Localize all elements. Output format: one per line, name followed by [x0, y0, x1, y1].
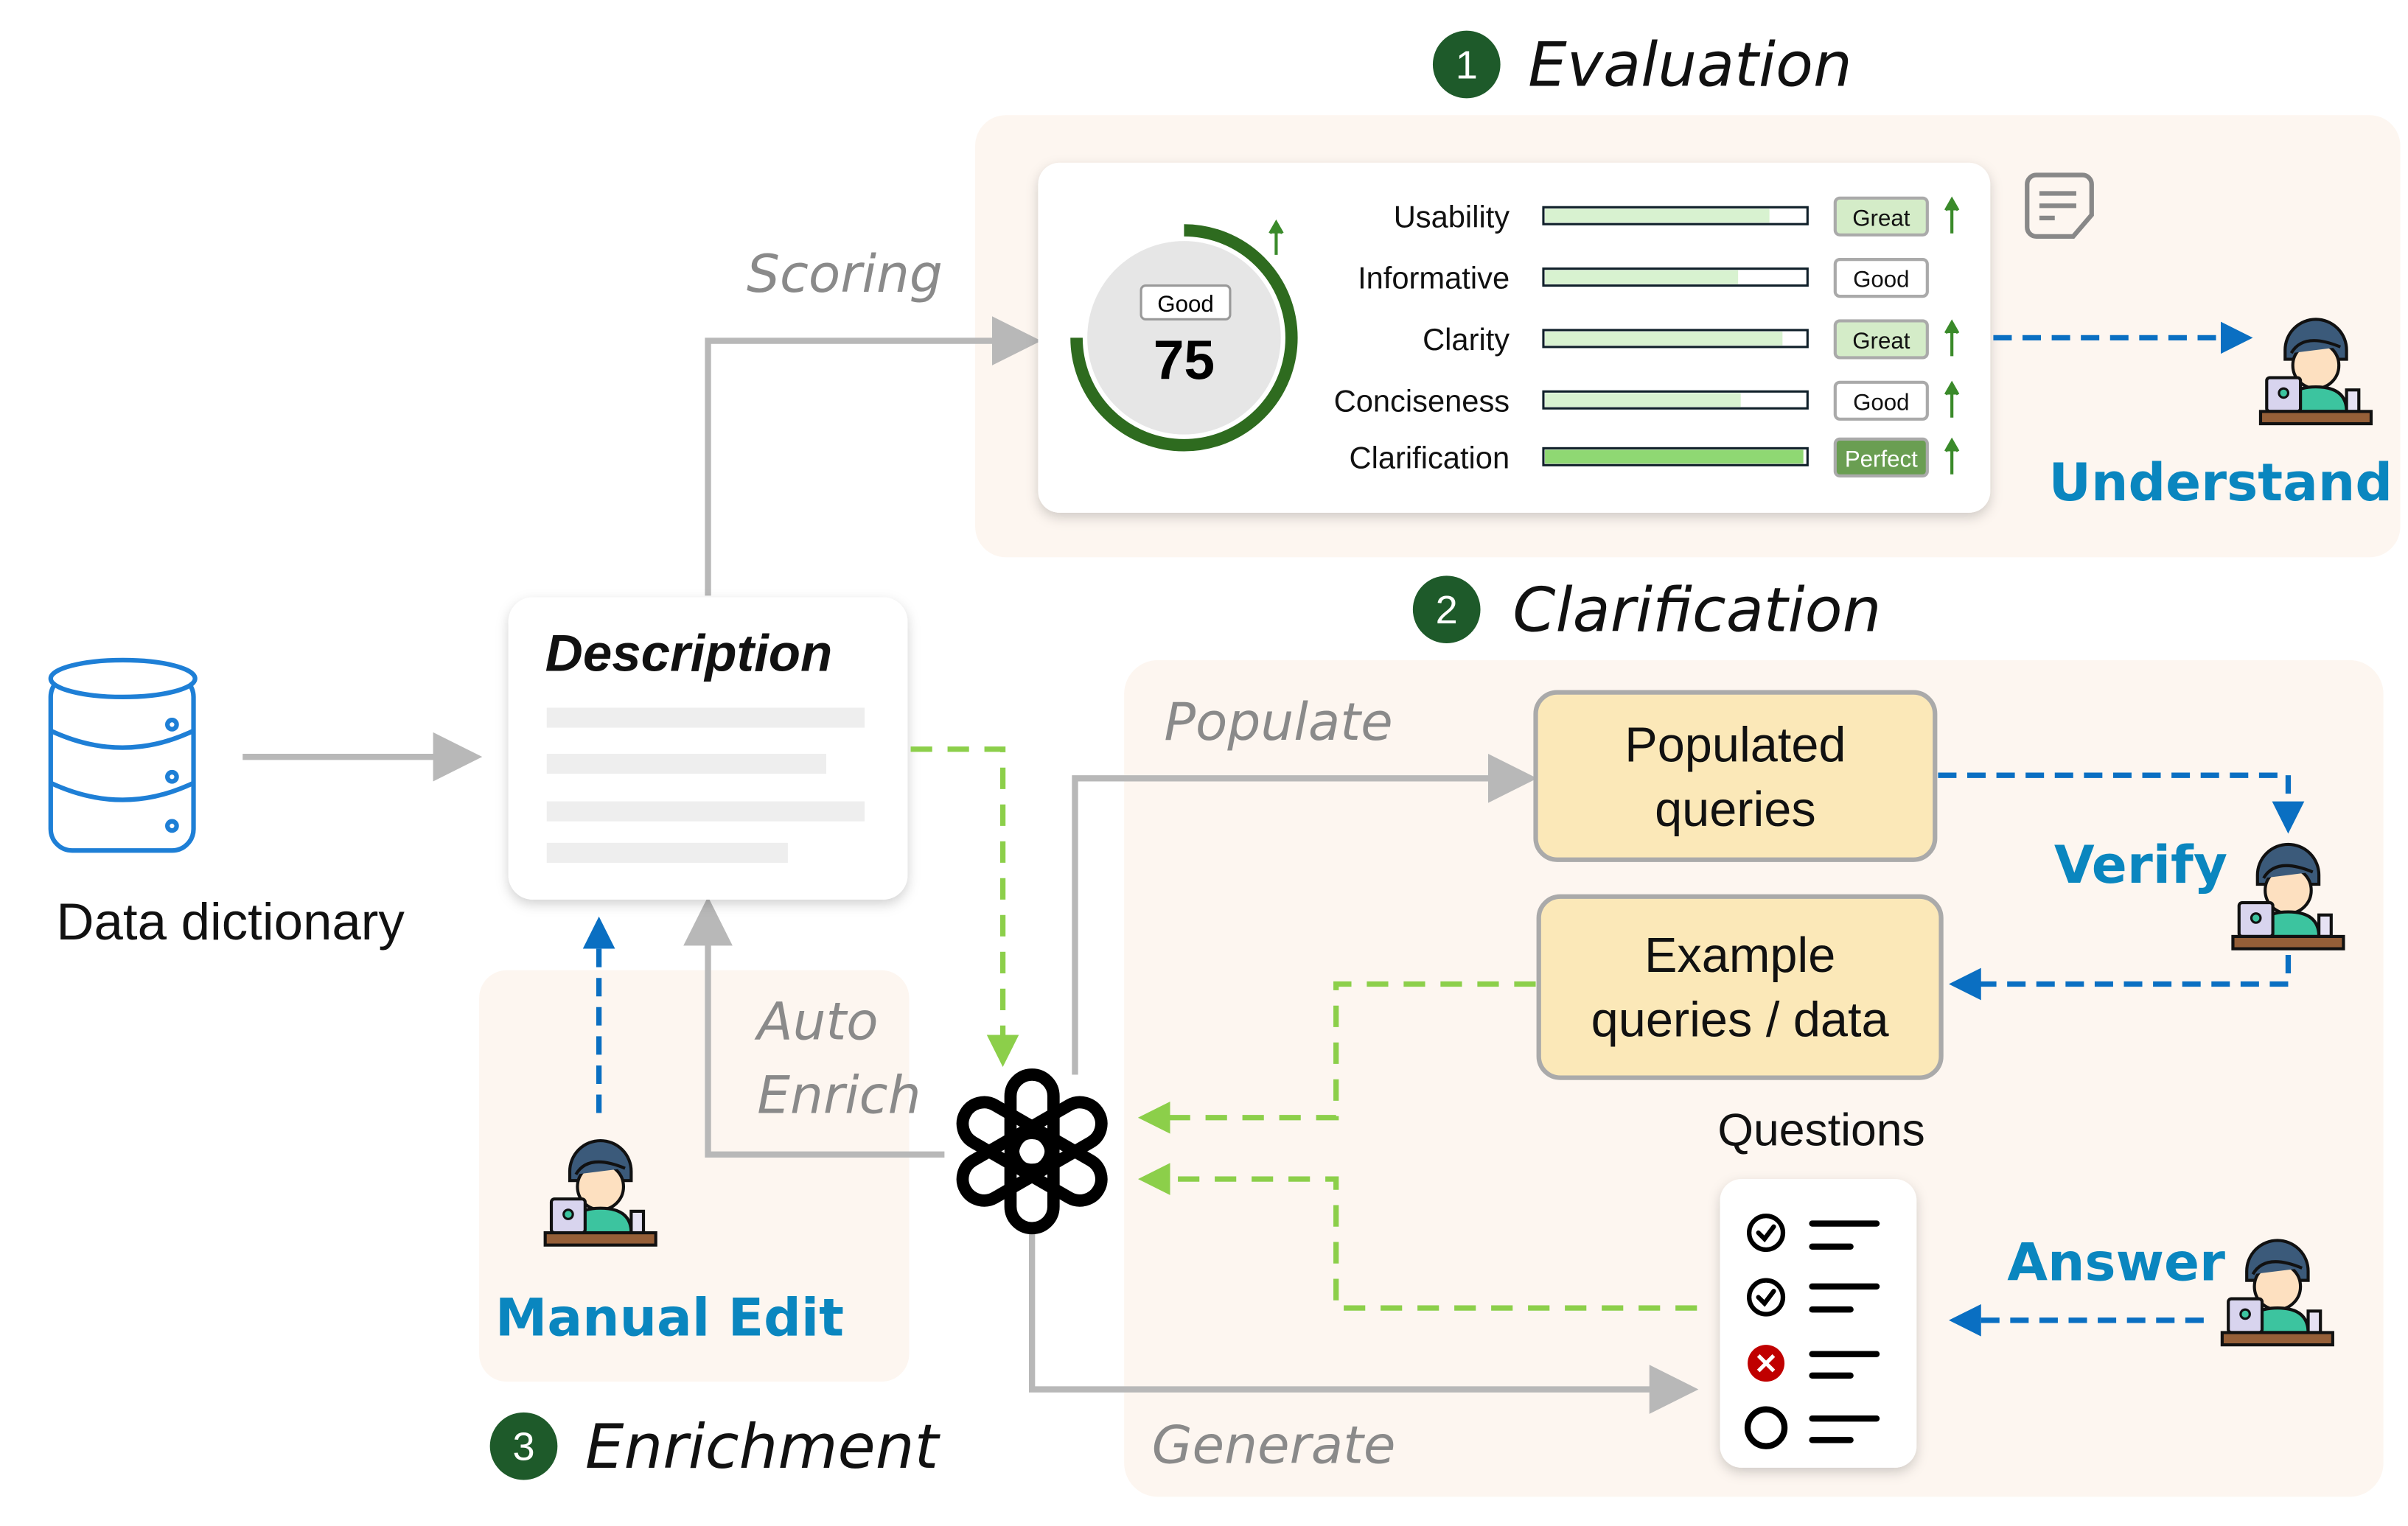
metric-bar-fill: [1545, 270, 1739, 284]
score-gauge: [1087, 241, 1281, 435]
enrichment-panel: [479, 970, 910, 1382]
step-number: 1: [1456, 43, 1478, 87]
empty-circle-icon: [1744, 1406, 1788, 1449]
answer-label: Answer: [2007, 1232, 2225, 1293]
step-number: 3: [512, 1424, 534, 1469]
scoring-label: Scoring: [747, 243, 943, 304]
section-title: Enrichment: [585, 1411, 941, 1483]
questions-label: Questions: [1717, 1104, 1924, 1155]
generate-label: Generate: [1152, 1415, 1396, 1476]
metric-bar-fill: [1545, 393, 1741, 407]
manual-edit-label: Manual Edit: [495, 1287, 844, 1348]
step-badge: [1432, 30, 1501, 99]
openai-logo-icon: [956, 1068, 1108, 1235]
section-title: Clarification: [1512, 574, 1881, 645]
metric-label: Conciseness: [1334, 383, 1510, 418]
check-circle-icon: [1747, 1214, 1786, 1253]
description-card: Description: [508, 597, 908, 900]
overall-score: 75: [1154, 329, 1215, 391]
metric-row: Clarification Perfect: [1349, 437, 1960, 477]
arrow-verify-back: [1948, 954, 2292, 1001]
step-badge: [1412, 575, 1481, 643]
step-number: 2: [1436, 588, 1458, 632]
box-text: Populated: [1624, 718, 1846, 772]
metric-badge: [1833, 437, 1929, 477]
up-arrow-icon: [1268, 219, 1284, 255]
arrow-examples-to-llm: [1137, 981, 1536, 1134]
box-text: queries: [1655, 783, 1816, 837]
metric-badge: [1833, 258, 1929, 298]
metric-badge-text: Perfect: [1845, 446, 1918, 472]
auto-enrich-label: Enrich: [757, 1065, 921, 1126]
arrow-scoring: [705, 316, 1041, 596]
metric-label: Usability: [1394, 199, 1510, 234]
up-arrow-icon: [1944, 319, 1960, 357]
metric-bar-fill: [1545, 209, 1770, 223]
questions-card: [1720, 1179, 1917, 1468]
score-gauge-arc: [1070, 224, 1298, 452]
arrow-populate: [1072, 753, 1538, 1075]
verify-label: Verify: [2054, 834, 2227, 895]
description-title: Description: [545, 624, 833, 682]
overall-badge-text: Good: [1157, 291, 1213, 317]
understand-label: Understand: [2049, 452, 2393, 513]
arrow-description-to-llm: [910, 746, 1019, 1068]
check-circle-icon: [1747, 1278, 1786, 1317]
metric-label: Clarification: [1349, 440, 1510, 475]
metric-badge: [1833, 380, 1929, 421]
metric-row: Conciseness Good: [1334, 380, 1960, 421]
metric-row: Clarity Great: [1423, 319, 1960, 360]
metric-row: Informative Good: [1358, 258, 1929, 298]
metric-label: Clarity: [1423, 322, 1510, 357]
metric-bar-fill: [1545, 449, 1804, 464]
overall-badge: [1140, 284, 1232, 321]
arrow-generate: [1028, 1228, 1699, 1414]
auto-enrich-label: Auto: [754, 991, 878, 1052]
section-title: Evaluation: [1528, 29, 1852, 101]
database-icon: [48, 657, 198, 853]
up-arrow-icon: [1944, 380, 1960, 418]
arrow-questions-to-llm: [1137, 1163, 1697, 1311]
section-heading-clarification: 2 Clarification: [1412, 574, 1881, 645]
data-dictionary-label: Data dictionary: [56, 893, 405, 951]
metric-bar-fill: [1545, 332, 1783, 346]
metric-badge-text: Good: [1853, 389, 1909, 415]
box-text: Example: [1644, 928, 1835, 983]
metric-row: Usability Great: [1394, 196, 1960, 237]
example-queries-box: Example queries / data: [1536, 894, 1944, 1080]
metric-badge-text: Good: [1853, 267, 1909, 293]
metric-label: Informative: [1358, 261, 1510, 295]
metric-badge-text: Great: [1852, 205, 1910, 231]
box-text: queries / data: [1591, 993, 1890, 1047]
document-icon: [2025, 172, 2094, 239]
up-arrow-icon: [1944, 196, 1960, 234]
arrow-auto-enrich: [683, 896, 945, 1158]
metric-badge-text: Great: [1852, 328, 1910, 354]
populate-label: Populate: [1164, 691, 1392, 752]
metric-badge: [1833, 196, 1929, 237]
section-heading-evaluation: 1 Evaluation: [1432, 29, 1852, 101]
populated-queries-box: Populated queries: [1533, 690, 1938, 862]
section-heading-enrichment: 3 Enrichment: [489, 1411, 941, 1483]
up-arrow-icon: [1944, 437, 1960, 475]
metric-badge: [1833, 319, 1929, 360]
step-badge: [489, 1412, 558, 1480]
